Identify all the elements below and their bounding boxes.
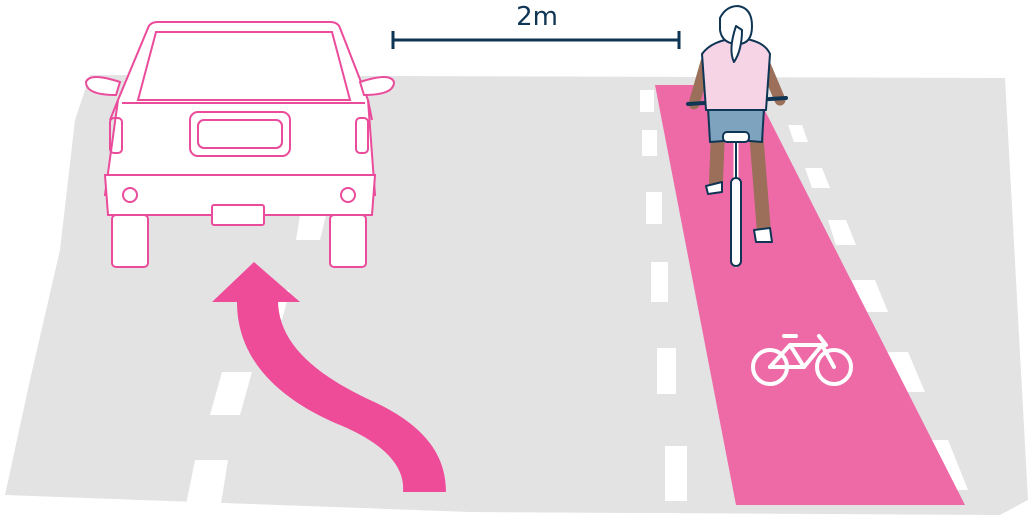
cyclist: [686, 5, 788, 268]
curved-arrow-icon: [212, 262, 446, 492]
distance-measure: [391, 31, 681, 49]
bicycle-icon: [751, 334, 853, 386]
center-lane-markings: [640, 90, 687, 501]
car: [84, 21, 396, 268]
distance-label: 2m: [516, 2, 558, 32]
